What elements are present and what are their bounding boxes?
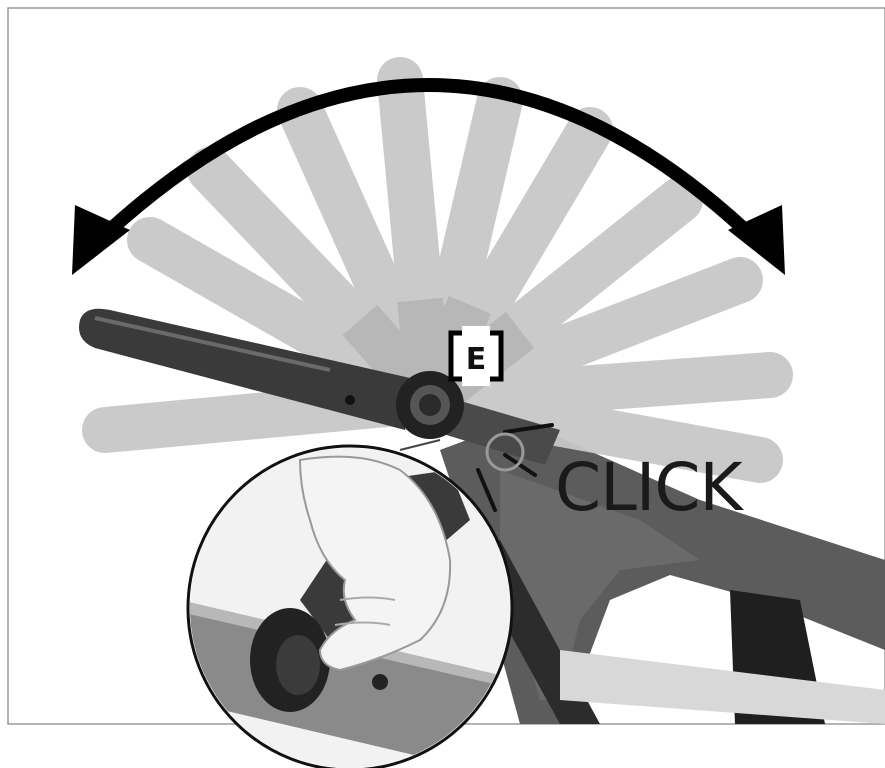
marker-e-gap-top [462, 326, 490, 340]
marker-e-label: E [466, 342, 487, 377]
detail-screw [372, 674, 388, 690]
hinge-center [419, 394, 441, 416]
detail-joint-face [276, 635, 320, 695]
click-label: CLICK [555, 449, 744, 526]
handle-screw [345, 395, 355, 405]
